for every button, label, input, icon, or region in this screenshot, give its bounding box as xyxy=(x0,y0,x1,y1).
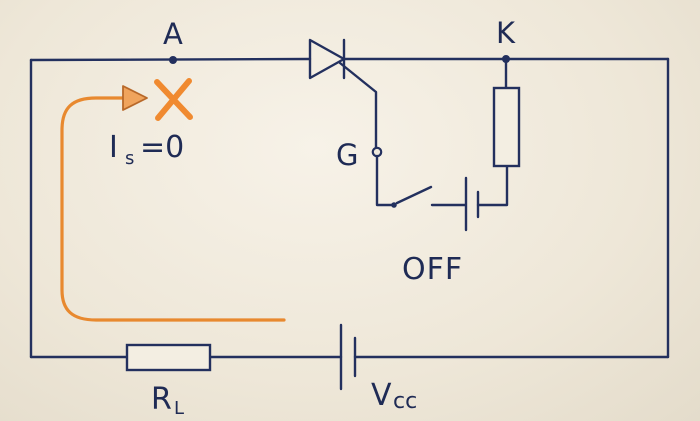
open-switch-icon xyxy=(395,185,433,205)
main-circuit-wires xyxy=(29,57,670,359)
anode-label: A xyxy=(163,17,183,51)
supply-battery-icon xyxy=(339,323,357,391)
anode-node xyxy=(169,56,177,64)
switch-state-label: OFF xyxy=(402,252,463,287)
cathode-label: K xyxy=(496,16,516,50)
load-resistor-icon xyxy=(125,343,212,372)
current-value: =0 xyxy=(140,130,184,165)
current-subscript: s xyxy=(125,148,134,169)
supply-subscript: cc xyxy=(393,389,417,414)
thyristor-icon xyxy=(308,38,378,152)
current-value-label: I s =0 xyxy=(109,130,184,169)
cross-icon xyxy=(154,78,193,121)
gate-resistor-icon xyxy=(492,57,521,168)
current-symbol: I xyxy=(109,130,118,165)
supply-label: V cc xyxy=(371,378,417,414)
load-resistor-label: R L xyxy=(151,382,184,419)
load-resistor-symbol: R xyxy=(151,382,172,417)
current-flow-arrow xyxy=(60,85,286,322)
gate-label: G xyxy=(336,138,358,172)
load-resistor-subscript: L xyxy=(174,398,184,419)
current-path xyxy=(60,96,286,322)
arrowhead-icon xyxy=(122,85,148,111)
supply-symbol: V xyxy=(371,378,392,413)
gate-circuit-wires xyxy=(375,154,509,232)
